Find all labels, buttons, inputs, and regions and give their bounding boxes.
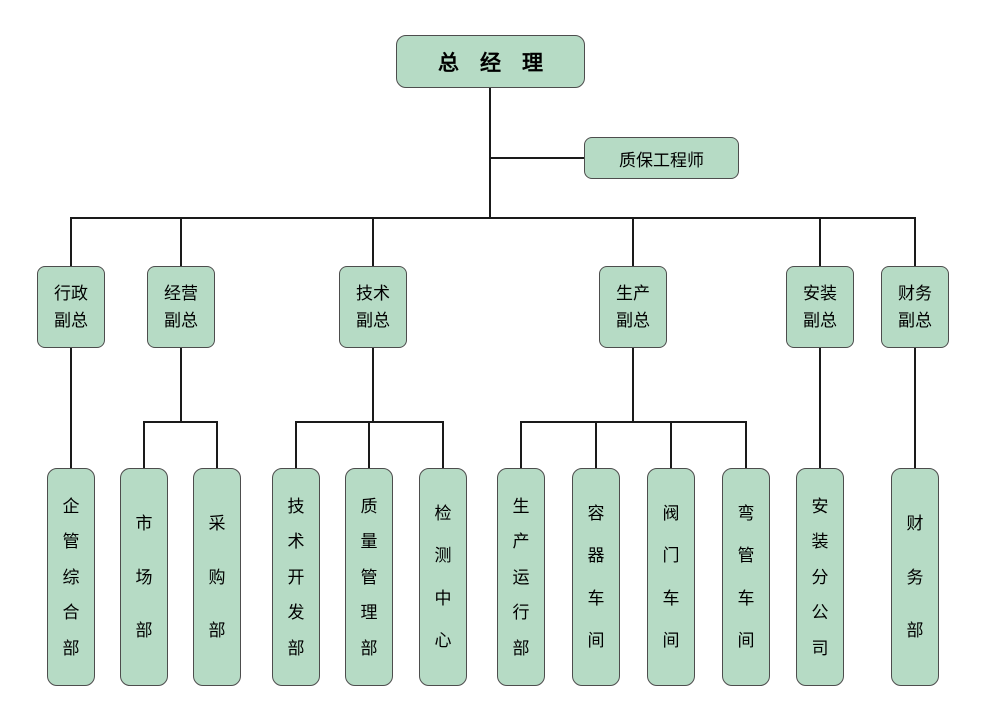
org-node-quality-mgmt-dept: 质量管理部	[345, 468, 393, 686]
org-node-installation-branch: 安装分公司	[796, 468, 844, 686]
connector-line	[595, 421, 597, 468]
connector-line	[914, 217, 916, 266]
org-node-production-operation-dept: 生产运行部	[497, 468, 545, 686]
connector-line	[180, 217, 182, 266]
connector-line	[216, 421, 218, 468]
org-node-business-vp: 经营 副总	[147, 266, 215, 348]
connector-line	[632, 348, 634, 422]
connector-line	[489, 87, 491, 218]
connector-line	[490, 157, 584, 159]
connector-line	[143, 421, 145, 468]
connector-line	[372, 348, 374, 422]
org-node-general-manager: 总 经 理	[396, 35, 585, 88]
connector-line	[70, 217, 916, 219]
org-node-finance-dept: 财务部	[891, 468, 939, 686]
org-node-installation-vp: 安装 副总	[786, 266, 854, 348]
connector-line	[368, 421, 370, 468]
connector-line	[70, 217, 72, 266]
org-node-qa-engineer: 质保工程师	[584, 137, 739, 179]
connector-line	[442, 421, 444, 468]
connector-line	[745, 421, 747, 468]
connector-line	[70, 348, 72, 468]
connector-line	[819, 348, 821, 468]
org-node-bend-pipe-workshop: 弯管车间	[722, 468, 770, 686]
org-node-vessel-workshop: 容器车间	[572, 468, 620, 686]
connector-line	[180, 348, 182, 422]
connector-line	[520, 421, 747, 423]
connector-line	[670, 421, 672, 468]
org-node-valve-workshop: 阀门车间	[647, 468, 695, 686]
org-node-purchasing-dept: 采购部	[193, 468, 241, 686]
connector-line	[632, 217, 634, 266]
connector-line	[295, 421, 297, 468]
connector-line	[819, 217, 821, 266]
connector-line	[914, 348, 916, 468]
org-node-testing-center: 检测中心	[419, 468, 467, 686]
connector-line	[520, 421, 522, 468]
org-node-market-dept: 市场部	[120, 468, 168, 686]
org-node-admin-vp: 行政 副总	[37, 266, 105, 348]
org-node-production-vp: 生产 副总	[599, 266, 667, 348]
connector-line	[143, 421, 218, 423]
org-node-finance-vp: 财务 副总	[881, 266, 949, 348]
org-node-tech-vp: 技术 副总	[339, 266, 407, 348]
org-node-tech-dev-dept: 技术开发部	[272, 468, 320, 686]
org-node-enterprise-admin-dept: 企管综合部	[47, 468, 95, 686]
connector-line	[372, 217, 374, 266]
